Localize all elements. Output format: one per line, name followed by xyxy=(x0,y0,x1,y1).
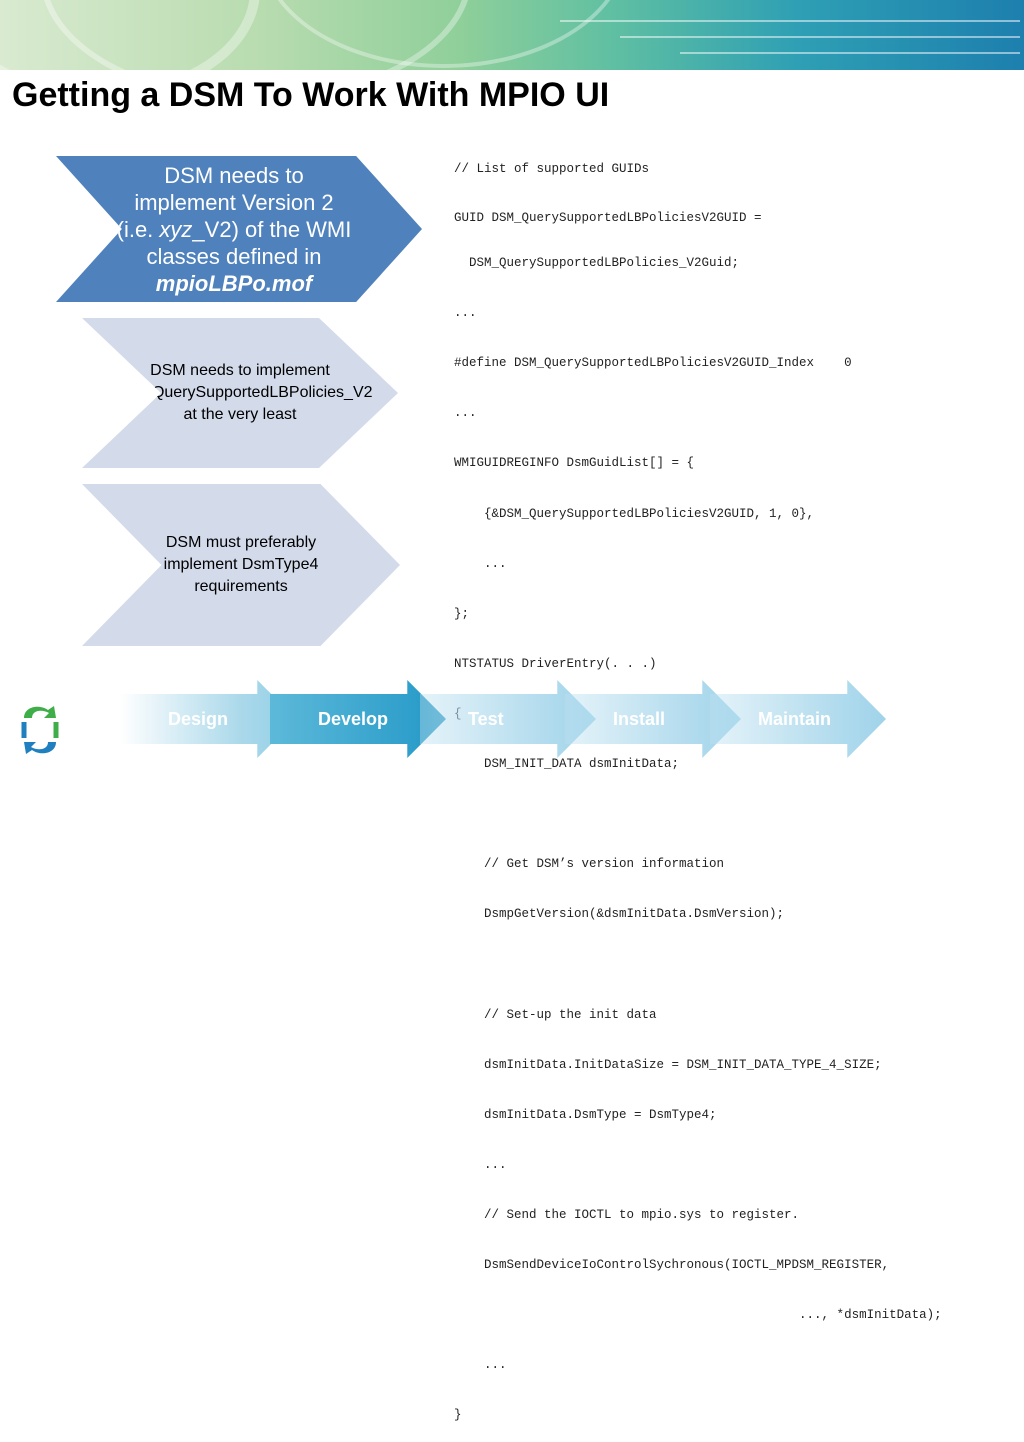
chevron-tertiary-text: DSM must preferably implement DsmType4 r… xyxy=(163,534,319,595)
code-line xyxy=(454,805,1014,827)
code-line: GUID DSM_QuerySupportedLBPoliciesV2GUID … xyxy=(454,211,762,226)
code-line: DsmpGetVersion(&dsmInitData.DsmVersion); xyxy=(454,907,785,922)
header-banner xyxy=(0,0,1024,70)
code-line: #define DSM_QuerySupportedLBPoliciesV2GU… xyxy=(454,356,852,371)
chevron-secondary: DSM needs to implement DSM_QuerySupporte… xyxy=(82,318,398,468)
process-step-label: Install xyxy=(613,708,666,729)
code-line: // List of supported GUIDs xyxy=(454,162,650,176)
code-line: DSM_INIT_DATA dsmInitData; xyxy=(454,757,680,772)
chevron-primary-text: DSM needs to implement Version 2 (i.e. x… xyxy=(116,162,352,296)
process-step-label: Design xyxy=(168,708,229,729)
process-step-design: Design xyxy=(120,680,296,758)
process-step-develop: Develop xyxy=(270,680,446,758)
process-flow: Design Develop Test Install Maintain xyxy=(120,680,910,758)
chevron-tertiary: DSM must preferably implement DsmType4 r… xyxy=(82,484,400,646)
process-step-label: Develop xyxy=(318,708,389,729)
process-step-label: Maintain xyxy=(758,708,832,729)
code-line: DSM_QuerySupportedLBPolicies_V2Guid; xyxy=(454,256,740,271)
code-line: ... xyxy=(454,1358,507,1373)
code-line: {&DSM_QuerySupportedLBPoliciesV2GUID, 1,… xyxy=(454,506,815,521)
code-line: } xyxy=(454,1408,462,1423)
code-block: // List of supported GUIDs GUID DSM_Quer… xyxy=(454,132,1014,1442)
chevron-primary: DSM needs to implement Version 2 (i.e. x… xyxy=(56,156,422,302)
code-line: ... xyxy=(454,556,507,571)
process-step-maintain: Maintain xyxy=(710,680,886,758)
process-step-label: Test xyxy=(468,708,504,729)
code-line: ... xyxy=(454,306,477,321)
logo-icon xyxy=(14,700,66,760)
code-line: dsmInitData.DsmType = DsmType4; xyxy=(454,1107,717,1122)
code-line: }; xyxy=(454,606,470,621)
code-line: ..., *dsmInitData); xyxy=(454,1308,942,1323)
code-line: WMIGUIDREGINFO DsmGuidList[] = { xyxy=(454,456,695,471)
code-line: // Get DSM’s version information xyxy=(454,857,725,872)
chevron-secondary-text: DSM needs to implement DSM_QuerySupporte… xyxy=(107,362,373,423)
code-line: ... xyxy=(454,406,477,421)
code-line: // Send the IOCTL to mpio.sys to registe… xyxy=(454,1207,800,1222)
code-line: DsmSendDeviceIoControlSychronous(IOCTL_M… xyxy=(454,1257,890,1272)
code-line: dsmInitData.InitDataSize = DSM_INIT_DATA… xyxy=(454,1057,882,1072)
code-line: NTSTATUS DriverEntry(. . .) xyxy=(454,656,657,671)
code-line: // Set-up the init data xyxy=(454,1007,657,1022)
slide-title: Getting a DSM To Work With MPIO UI xyxy=(12,76,610,114)
banner-stripe xyxy=(560,20,1020,22)
banner-stripe xyxy=(680,52,1020,54)
code-line: ... xyxy=(454,1157,507,1172)
banner-stripe xyxy=(620,36,1020,38)
code-line xyxy=(454,955,1014,977)
